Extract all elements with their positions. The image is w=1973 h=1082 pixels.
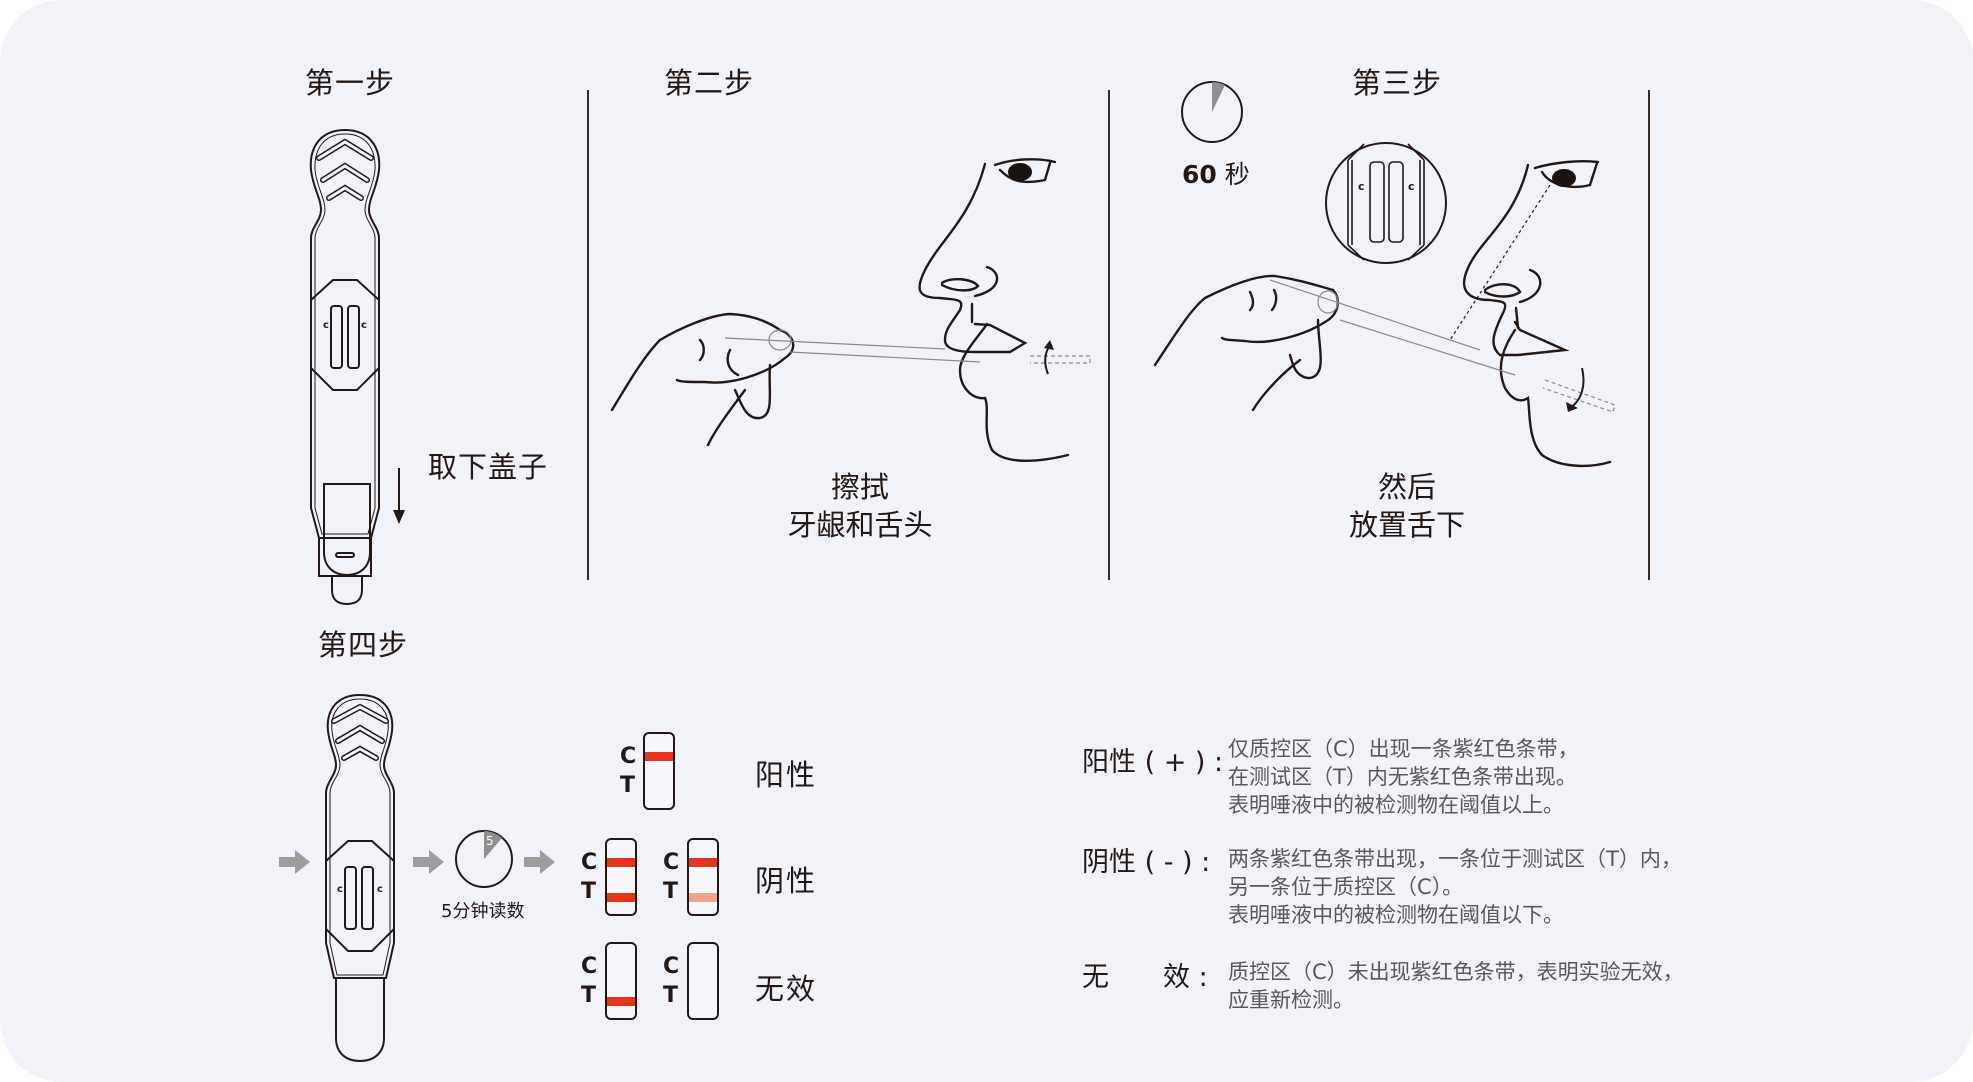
- svg-text:c: c: [361, 320, 367, 331]
- step2-caption: 擦拭 牙龈和舌头: [787, 470, 933, 542]
- svg-text:5: 5: [486, 834, 494, 848]
- control-band: [607, 858, 635, 867]
- svg-text:c: c: [1408, 180, 1415, 193]
- svg-text:c: c: [1358, 180, 1365, 193]
- result-strip-negative-1: [605, 838, 637, 916]
- test-band: [607, 997, 635, 1006]
- test-band-faint: [689, 893, 717, 902]
- device-swab-tip: [331, 576, 363, 606]
- under-tongue-illustration: [1153, 160, 1616, 468]
- positive-desc-body: 仅质控区（C）出现一条紫红色条带， 在测试区（T）内无紫红色条带出现。 表明唾液…: [1228, 737, 1579, 817]
- timer-60s-icon: [1181, 81, 1243, 143]
- test-device-icon-step4: c c: [325, 693, 395, 1063]
- svg-text:c: c: [323, 320, 329, 331]
- result-strip-positive: [643, 732, 675, 810]
- step2-heading: 第二步: [664, 66, 755, 100]
- result-strip-invalid-1: [605, 942, 637, 1020]
- test-band: [607, 893, 635, 902]
- invalid-label: 无效: [755, 972, 818, 1006]
- swab-gums-illustration: [610, 158, 1091, 462]
- result-strip-negative-2: [687, 838, 719, 916]
- divider-3: [1648, 90, 1650, 580]
- right-arrow-icon: [279, 850, 310, 874]
- timer-5min-icon: 5: [455, 830, 513, 888]
- svg-text:c: c: [377, 884, 383, 895]
- control-band: [689, 858, 717, 867]
- test-device-icon: c c: [309, 128, 381, 577]
- svg-text:c: c: [337, 884, 343, 895]
- magnifier-result-window-icon: c c: [1325, 142, 1447, 264]
- control-band: [645, 752, 673, 761]
- divider-1: [587, 90, 589, 580]
- step3-heading: 第三步: [1352, 66, 1443, 100]
- step1-heading: 第一步: [305, 66, 396, 100]
- right-arrow-icon: [524, 850, 555, 874]
- down-arrow-icon: [393, 468, 405, 524]
- step3-caption: 然后 放置舌下: [1348, 470, 1465, 542]
- timer-60s-label: 60 秒: [1182, 160, 1250, 189]
- positive-desc-label: 阳性 ( + ) :: [1082, 747, 1224, 778]
- invalid-desc-label: 无 效 :: [1082, 962, 1208, 993]
- divider-2: [1108, 90, 1110, 580]
- negative-desc-body: 两条紫红色条带出现，一条位于测试区（T）内， 另一条位于质控区（C）。 表明唾液…: [1228, 847, 1682, 927]
- remove-cap-label: 取下盖子: [428, 450, 549, 484]
- negative-label: 阴性: [755, 864, 818, 898]
- step4-heading: 第四步: [318, 628, 409, 662]
- positive-label: 阳性: [755, 758, 818, 792]
- right-arrow-icon: [413, 850, 444, 874]
- read-5min-label: 5分钟读数: [441, 901, 525, 922]
- result-strip-invalid-2: [687, 942, 719, 1020]
- invalid-desc-body: 质控区（C）未出现紫红色条带，表明实验无效， 应重新检测。: [1228, 960, 1684, 1012]
- negative-desc-label: 阴性 ( - ) :: [1082, 847, 1211, 878]
- device-cap-icon: [323, 483, 371, 577]
